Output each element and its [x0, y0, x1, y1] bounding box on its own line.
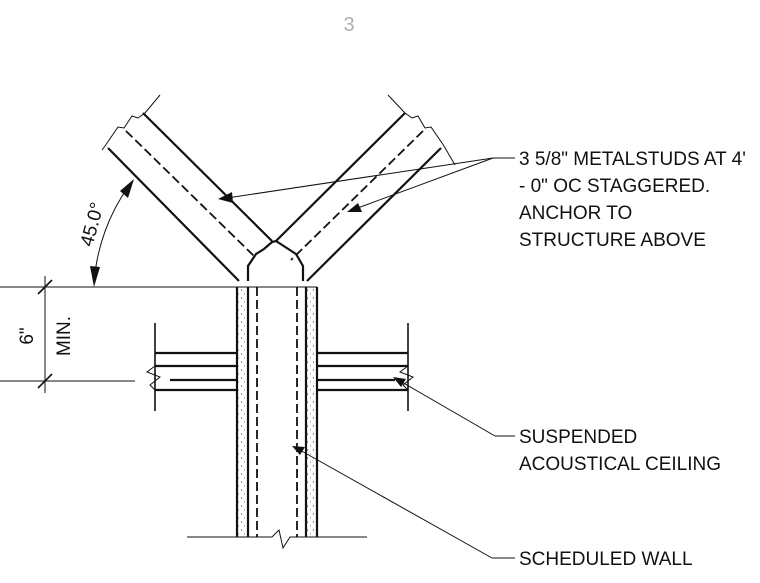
dimension-angle: 45.0°: [77, 200, 109, 248]
right-diagonal-stud: [275, 94, 456, 282]
wall-leader: [292, 446, 515, 559]
sheet-number: 3: [343, 14, 354, 36]
note-studs-line-2: - 0" OC STAGGERED.: [519, 176, 710, 197]
brace-apex: [246, 239, 305, 281]
note-ceiling-line-2: ACOUSTICAL CEILING: [519, 454, 721, 475]
dimension-height-note: MIN.: [54, 316, 75, 356]
note-studs-line-1: 3 5/8" METALSTUDS AT 4': [519, 149, 746, 170]
scheduled-wall: [187, 286, 367, 550]
ceiling-leader: [393, 377, 515, 437]
dimension-height: 6": [17, 327, 38, 344]
note-wall-line-1: SCHEDULED WALL: [519, 549, 693, 570]
left-diagonal-stud: [101, 94, 273, 282]
ceiling-left: [145, 323, 237, 411]
note-studs-line-3: ANCHOR TO: [519, 203, 632, 224]
note-studs-line-4: STRUCTURE ABOVE: [519, 230, 706, 251]
studs-leader: [218, 157, 515, 212]
ceiling-right: [317, 323, 414, 411]
height-dimension: [0, 276, 237, 393]
note-ceiling-line-1: SUSPENDED: [519, 427, 637, 448]
angle-dimension: [90, 179, 134, 287]
